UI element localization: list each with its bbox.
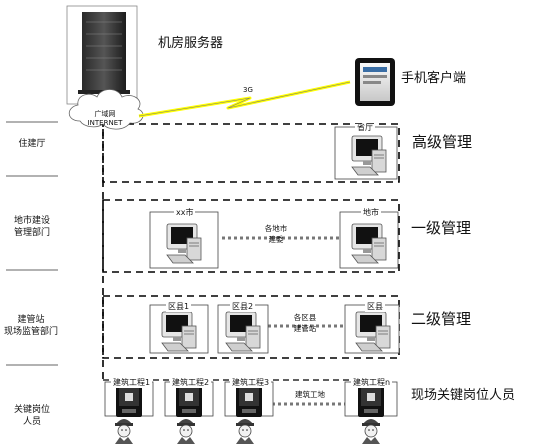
left-dividers <box>6 121 58 366</box>
node-label-county1: 区县1 <box>166 302 192 312</box>
worker-icon <box>235 418 255 445</box>
worker-icon <box>361 418 381 445</box>
left-label-city: 地市建设 管理部门 <box>4 215 60 239</box>
network-label-line1: 广域网 <box>94 110 116 118</box>
province-node <box>334 126 398 180</box>
link-label: 3G <box>243 86 253 94</box>
connector-label-city-line1: 各地市 <box>264 224 288 233</box>
left-label-province: 住建厅 <box>18 139 46 149</box>
server-label: 机房服务器 <box>158 36 224 51</box>
city-level-box <box>102 199 400 273</box>
mobile-label: 手机客户端 <box>401 71 467 86</box>
node-label-province: 省厅 <box>355 123 375 133</box>
left-label-site-line2: 人员 <box>22 417 41 427</box>
level-label-second: 二级管理 <box>411 310 472 328</box>
level-label-site: 现场关键岗位人员 <box>411 388 516 403</box>
worker-icons <box>114 418 381 445</box>
county2-node <box>217 304 269 354</box>
node-label-city-a: xx市 <box>174 208 196 218</box>
connector-label-city: 各地市 建委 <box>256 223 296 245</box>
left-label-county: 建管站 现场监管部门 <box>0 314 62 338</box>
connector-label-county-line2: 建管站 <box>293 324 317 333</box>
left-label-city-line1: 地市建设 <box>13 216 50 226</box>
node-label-city-b: 地市 <box>361 208 381 218</box>
left-label-site-line1: 关键岗位 <box>13 405 50 415</box>
node-label-site2: 建筑工程2 <box>170 378 212 388</box>
server-rack-icon <box>66 5 138 105</box>
left-label-city-line2: 管理部门 <box>13 228 50 238</box>
level-label-high: 高级管理 <box>412 133 473 151</box>
node-label-county3: 区县 <box>365 302 385 312</box>
left-label-site: 关键岗位 人员 <box>6 404 58 428</box>
connector-label-city-line2: 建委 <box>268 235 284 244</box>
level-label-first: 一级管理 <box>411 219 472 237</box>
connector-label-site: 建筑工地 <box>295 390 325 399</box>
mobile-tablet-icon <box>355 58 395 106</box>
connector-label-county: 各区县 建管站 <box>285 312 325 334</box>
node-label-county2: 区县2 <box>230 302 256 312</box>
province-level-box <box>102 123 400 183</box>
internet-cloud-icon <box>68 89 144 130</box>
county3-node <box>344 304 400 354</box>
worker-icon <box>114 418 134 445</box>
network-label-line2: INTERNET <box>87 119 123 127</box>
left-label-county-line1: 建管站 <box>17 315 45 325</box>
network-label: 广域网 INTERNET <box>80 110 130 128</box>
worker-icon <box>176 418 196 445</box>
node-label-site1: 建筑工程1 <box>111 378 153 388</box>
county1-node <box>149 304 209 354</box>
left-label-county-line2: 现场监管部门 <box>3 327 58 337</box>
node-label-site3: 建筑工程3 <box>230 378 272 388</box>
city-a-node <box>149 211 219 269</box>
node-label-siten: 建筑工程n <box>351 378 393 388</box>
connector-label-county-line1: 各区县 <box>293 313 317 322</box>
city-b-node <box>339 211 399 269</box>
dotted-connectors <box>222 236 345 406</box>
